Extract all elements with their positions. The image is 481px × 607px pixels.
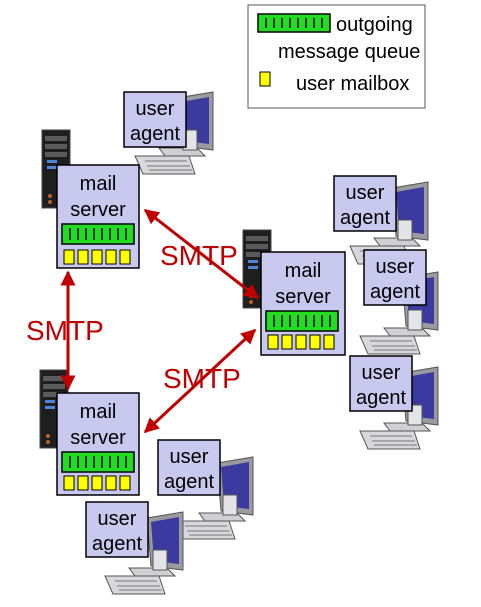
svg-text:user: user [346, 182, 385, 204]
legend-mailbox-label: user mailbox [296, 73, 409, 95]
user-agent-box-6: user agent [85, 501, 149, 558]
legend-mailbox-icon [259, 71, 271, 87]
user-agent-box-2: user agent [333, 175, 397, 232]
user-agent-box-5: user agent [157, 439, 221, 496]
svg-text:user: user [170, 446, 209, 468]
smtp-label-bottom: SMTP [163, 363, 241, 394]
svg-text:agent: agent [370, 281, 420, 303]
svg-text:mail: mail [285, 260, 322, 282]
svg-text:server: server [275, 286, 331, 308]
svg-text:server: server [70, 199, 126, 221]
svg-text:user: user [98, 508, 137, 530]
user-agent-box-3: user agent [363, 249, 427, 306]
smtp-label-top: SMTP [160, 240, 238, 271]
legend-queue-label-1: outgoing [336, 14, 413, 36]
mailbox-row-icon [63, 475, 131, 491]
user-agent-box-1: user agent [123, 91, 187, 148]
mail-server-box-3: mail server [56, 392, 140, 496]
svg-text:agent: agent [130, 123, 180, 145]
svg-text:agent: agent [340, 207, 390, 229]
mailbox-row-icon [63, 249, 131, 265]
smtp-label-left: SMTP [26, 315, 104, 346]
legend-queue-icon [257, 13, 331, 33]
mail-server-box-1: mail server [56, 164, 140, 269]
outgoing-queue-icon [265, 310, 339, 332]
legend-queue-label-2: message queue [278, 41, 420, 63]
svg-text:agent: agent [92, 533, 142, 555]
smtp-arrow-top-diagonal [143, 208, 260, 300]
svg-text:user: user [136, 98, 175, 120]
legend: outgoing message queue user mailbox [247, 4, 426, 109]
user-agent-box-4: user agent [349, 355, 413, 412]
smtp-arrow-bottom-diagonal [143, 328, 257, 434]
svg-text:agent: agent [356, 387, 406, 409]
outgoing-queue-icon [61, 451, 135, 473]
mailbox-row-icon [267, 334, 335, 350]
svg-text:server: server [70, 427, 126, 449]
mail-server-box-2: mail server [260, 251, 346, 356]
svg-text:agent: agent [164, 471, 214, 493]
svg-text:user: user [376, 256, 415, 278]
outgoing-queue-icon [61, 223, 135, 245]
svg-text:mail: mail [80, 173, 117, 195]
svg-text:mail: mail [80, 401, 117, 423]
svg-text:user: user [362, 362, 401, 384]
